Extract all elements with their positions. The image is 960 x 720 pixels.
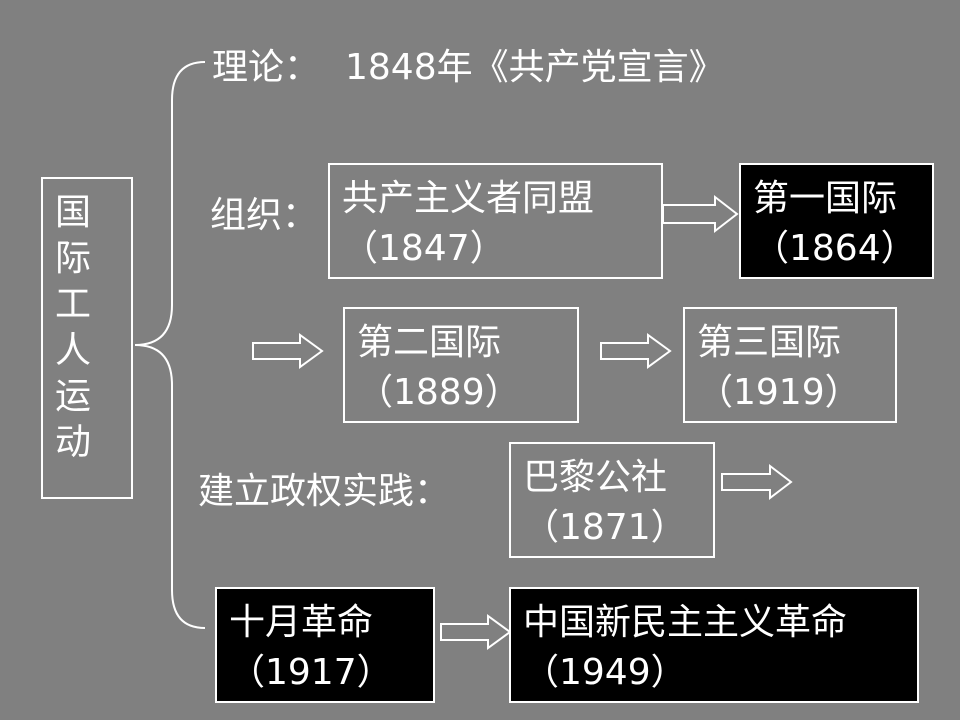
node-second-international: 第二国际 （1889）: [343, 307, 579, 423]
root-node: 国际工人运动: [41, 177, 133, 499]
node-year: （1949）: [523, 652, 687, 693]
node-china-new-democratic-revolution: 中国新民主主义革命 （1949）: [509, 587, 919, 703]
node-name: 十月革命: [229, 602, 374, 643]
node-year: （1917）: [229, 652, 393, 693]
node-year: （1864）: [753, 228, 917, 269]
node-year: （1919）: [697, 372, 861, 413]
node-first-international: 第一国际 （1864）: [739, 163, 934, 279]
node-name: 第二国际: [357, 322, 502, 363]
node-paris-commune: 巴黎公社 （1871）: [509, 442, 715, 558]
node-name: 中国新民主主义革命: [523, 602, 848, 643]
node-name: 共产主义者同盟: [342, 178, 595, 219]
organization-label: 组织：: [210, 195, 319, 236]
root-label: 国际工人运动: [54, 192, 91, 463]
arrow-october-to-china: [440, 614, 512, 650]
node-october-revolution: 十月革命 （1917）: [215, 587, 435, 703]
node-year: （1889）: [357, 372, 521, 413]
arrow-into-second: [252, 333, 324, 369]
brace: [134, 61, 206, 629]
node-name: 第一国际: [753, 178, 898, 219]
practice-label: 建立政权实践：: [198, 471, 451, 512]
node-year: （1871）: [523, 507, 687, 548]
node-communist-league: 共产主义者同盟 （1847）: [328, 163, 663, 279]
node-name: 第三国际: [697, 322, 842, 363]
arrow-league-to-first: [662, 194, 739, 234]
theory-value: 1848年《共产党宣言》: [345, 47, 725, 88]
arrow-after-commune: [721, 463, 793, 501]
node-third-international: 第三国际 （1919）: [683, 307, 897, 423]
node-name: 巴黎公社: [523, 457, 668, 498]
theory-label: 理论：: [212, 47, 321, 88]
node-year: （1847）: [342, 228, 506, 269]
arrow-second-to-third: [600, 333, 672, 369]
